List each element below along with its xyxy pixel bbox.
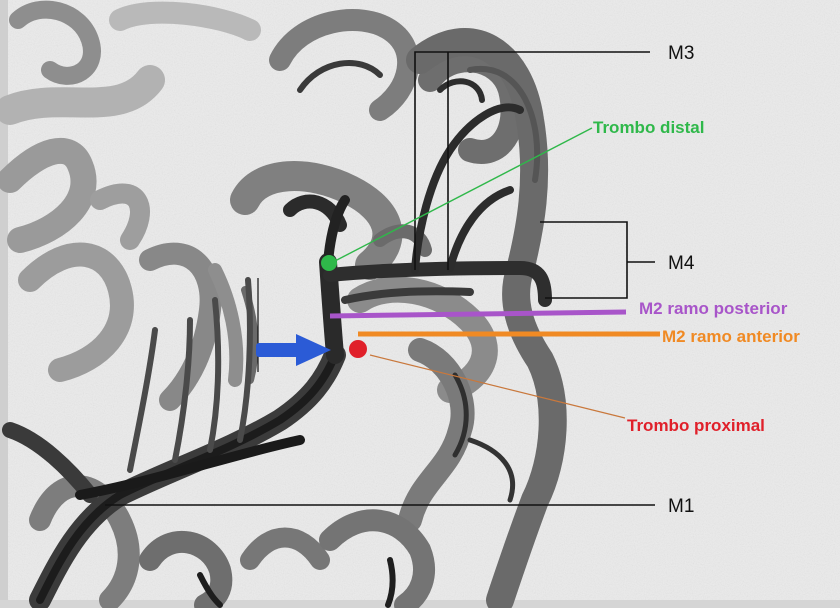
trombo-proximal-dot	[349, 340, 367, 358]
label-m2-posterior: M2 ramo posterior	[639, 299, 788, 318]
label-m3: M3	[668, 43, 694, 64]
left-edge	[0, 0, 8, 608]
label-m1: M1	[668, 496, 694, 517]
label-trombo-distal: Trombo distal	[593, 118, 704, 137]
label-trombo-proximal: Trombo proximal	[627, 416, 765, 435]
label-m4: M4	[668, 253, 695, 274]
trombo-distal-dot	[321, 255, 337, 271]
label-m2-anterior: M2 ramo anterior	[662, 327, 800, 346]
